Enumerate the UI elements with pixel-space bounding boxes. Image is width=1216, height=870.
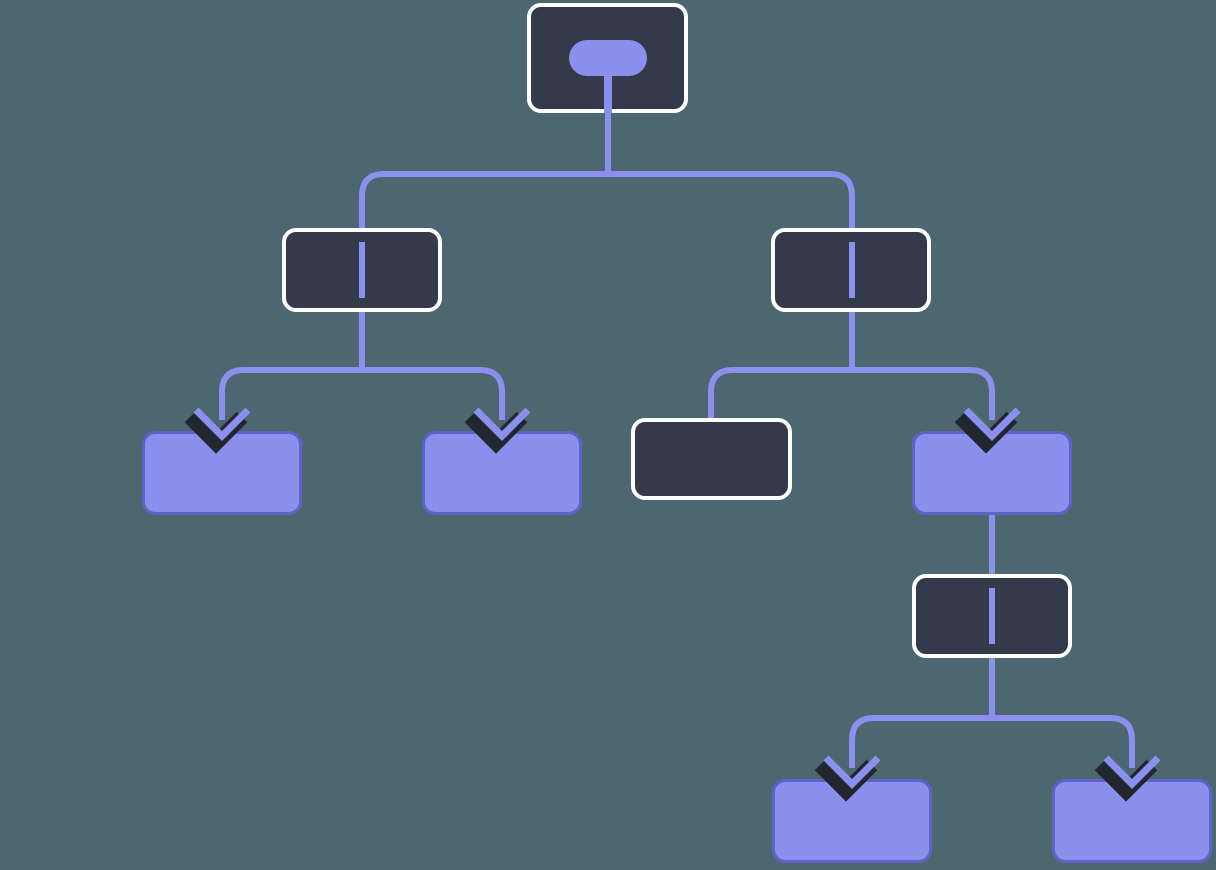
through-line-level3 [989,588,995,644]
arrowhead-level4-leaf-b [1094,755,1161,802]
level3-to-level4-bus [849,658,1135,768]
arrowhead-chevron-icon [473,407,531,441]
root-node[interactable] [527,3,688,113]
connector-layer [219,113,1135,768]
level1-right-to-level2-bus [708,312,995,420]
arrowhead-level2-leaf-a [184,407,251,454]
arrowhead-chevron-icon [1103,755,1161,789]
arrowhead-chevron-icon [963,407,1021,441]
node-layer [142,3,1212,863]
arrowhead-level2-leaf-d [954,407,1021,454]
through-line-level1-right [849,242,855,298]
arrowhead-chevron-icon [823,755,881,789]
arrowhead-layer [184,407,1161,802]
arrowhead-level2-leaf-b [464,407,531,454]
node-body [631,418,792,500]
root-to-level1-bus [359,113,855,228]
arrowhead-level4-leaf-a [814,755,881,802]
root-stem-tail [605,113,611,125]
pill-stem [604,58,612,113]
through-line-layer [359,242,995,644]
through-line-level1-left [359,242,365,298]
level2-dark-node[interactable] [631,418,792,500]
pill-shape-icon [569,40,647,76]
level1-left-to-level2-bus [219,312,505,420]
arrowhead-chevron-icon [193,407,251,441]
